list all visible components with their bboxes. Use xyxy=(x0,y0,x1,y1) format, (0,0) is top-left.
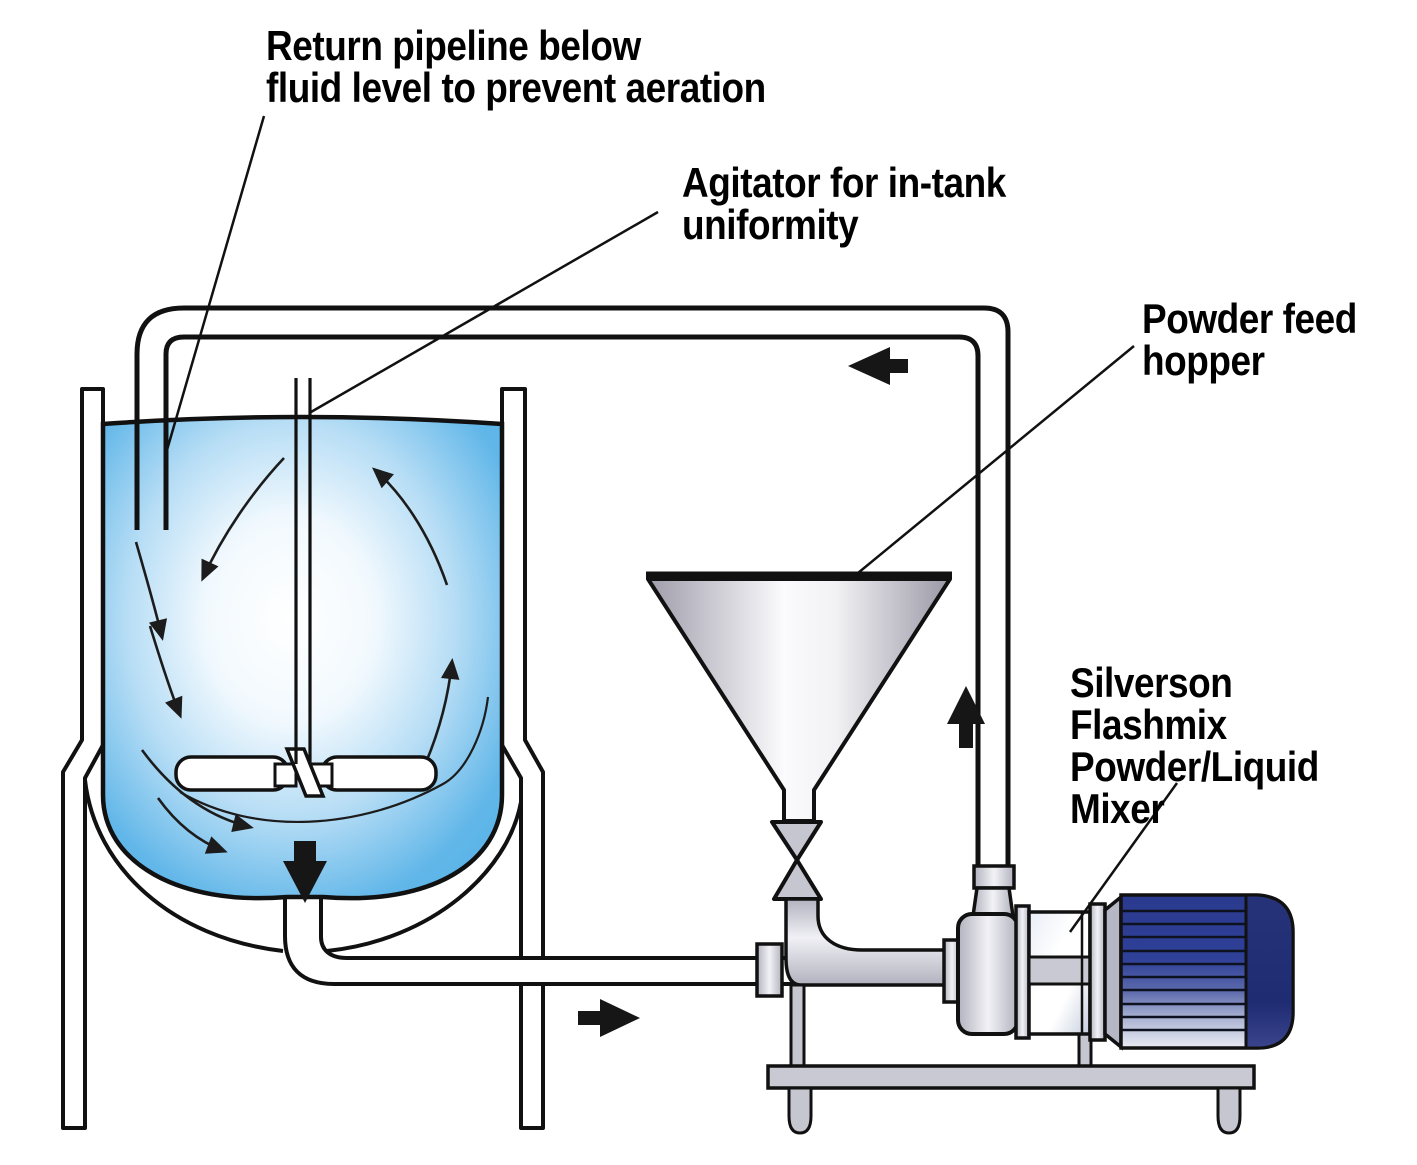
circulation-arrow xyxy=(156,797,228,854)
pump-volute-casing xyxy=(956,912,1020,1036)
agitator-assembly xyxy=(174,378,438,798)
powder-hopper xyxy=(646,571,952,901)
motor-front-plate xyxy=(1088,902,1107,1042)
tank-fluid xyxy=(100,414,505,901)
flow-right-arrow xyxy=(578,999,640,1037)
base-plate-assembly xyxy=(766,1064,1256,1135)
tank-outlet-pipe xyxy=(283,889,810,986)
return-pipeline-leader xyxy=(165,115,266,451)
hopper-cone xyxy=(646,577,952,823)
circulation-arrow xyxy=(148,625,183,719)
pipe-support-bracket xyxy=(789,983,806,1071)
impeller-blade-left xyxy=(174,755,290,792)
hopper-valve xyxy=(770,820,823,901)
base-foot-left xyxy=(787,1086,813,1135)
agitator-shaft xyxy=(294,378,312,764)
flow-up-arrow xyxy=(947,686,985,748)
leader-lines xyxy=(165,115,1179,933)
pump-backplate xyxy=(1014,904,1031,1040)
label-return-pipeline: Return pipeline below fluid level to pre… xyxy=(266,22,766,111)
motor-end-cap xyxy=(1244,893,1295,1050)
flow-direction-arrows xyxy=(283,347,985,1037)
motor-cooling-fins xyxy=(1122,909,1245,1032)
flashmix-pump xyxy=(942,864,1295,1051)
mixer-leader xyxy=(1068,782,1179,933)
flow-down-arrow xyxy=(283,841,327,903)
tank-shell-bowl xyxy=(83,779,523,953)
agitator-leader xyxy=(310,210,659,414)
tank-left-wall-leg xyxy=(61,387,105,1130)
impeller-sweep-arc xyxy=(179,696,490,824)
coupling-mid-bar xyxy=(1027,955,1092,986)
impeller-blade-right xyxy=(320,755,438,792)
flow-left-arrow xyxy=(848,347,908,385)
label-agitator: Agitator for in-tank uniformity xyxy=(682,159,1006,248)
tank-right-wall-leg xyxy=(500,387,545,1130)
motor-adapter xyxy=(1103,893,1123,1051)
base-foot-right xyxy=(1216,1086,1242,1135)
base-plate xyxy=(766,1064,1256,1090)
circulation-arrow xyxy=(201,457,285,582)
circulation-arrow xyxy=(134,541,168,641)
circulation-arrow xyxy=(372,467,449,586)
circulation-arrow xyxy=(140,749,254,832)
riser-collar xyxy=(972,864,1016,890)
pipe-coupling-ring xyxy=(755,942,784,998)
label-powder-hopper: Powder feed hopper xyxy=(1142,295,1357,384)
pump-outlet-neck xyxy=(970,886,1016,918)
inlet-tee-pipe xyxy=(784,897,948,987)
powder-hopper-leader xyxy=(857,345,1135,574)
label-mixer: Silverson Flashmix Powder/Liquid Mixer xyxy=(1070,659,1319,832)
return-pipeline xyxy=(134,305,1011,868)
